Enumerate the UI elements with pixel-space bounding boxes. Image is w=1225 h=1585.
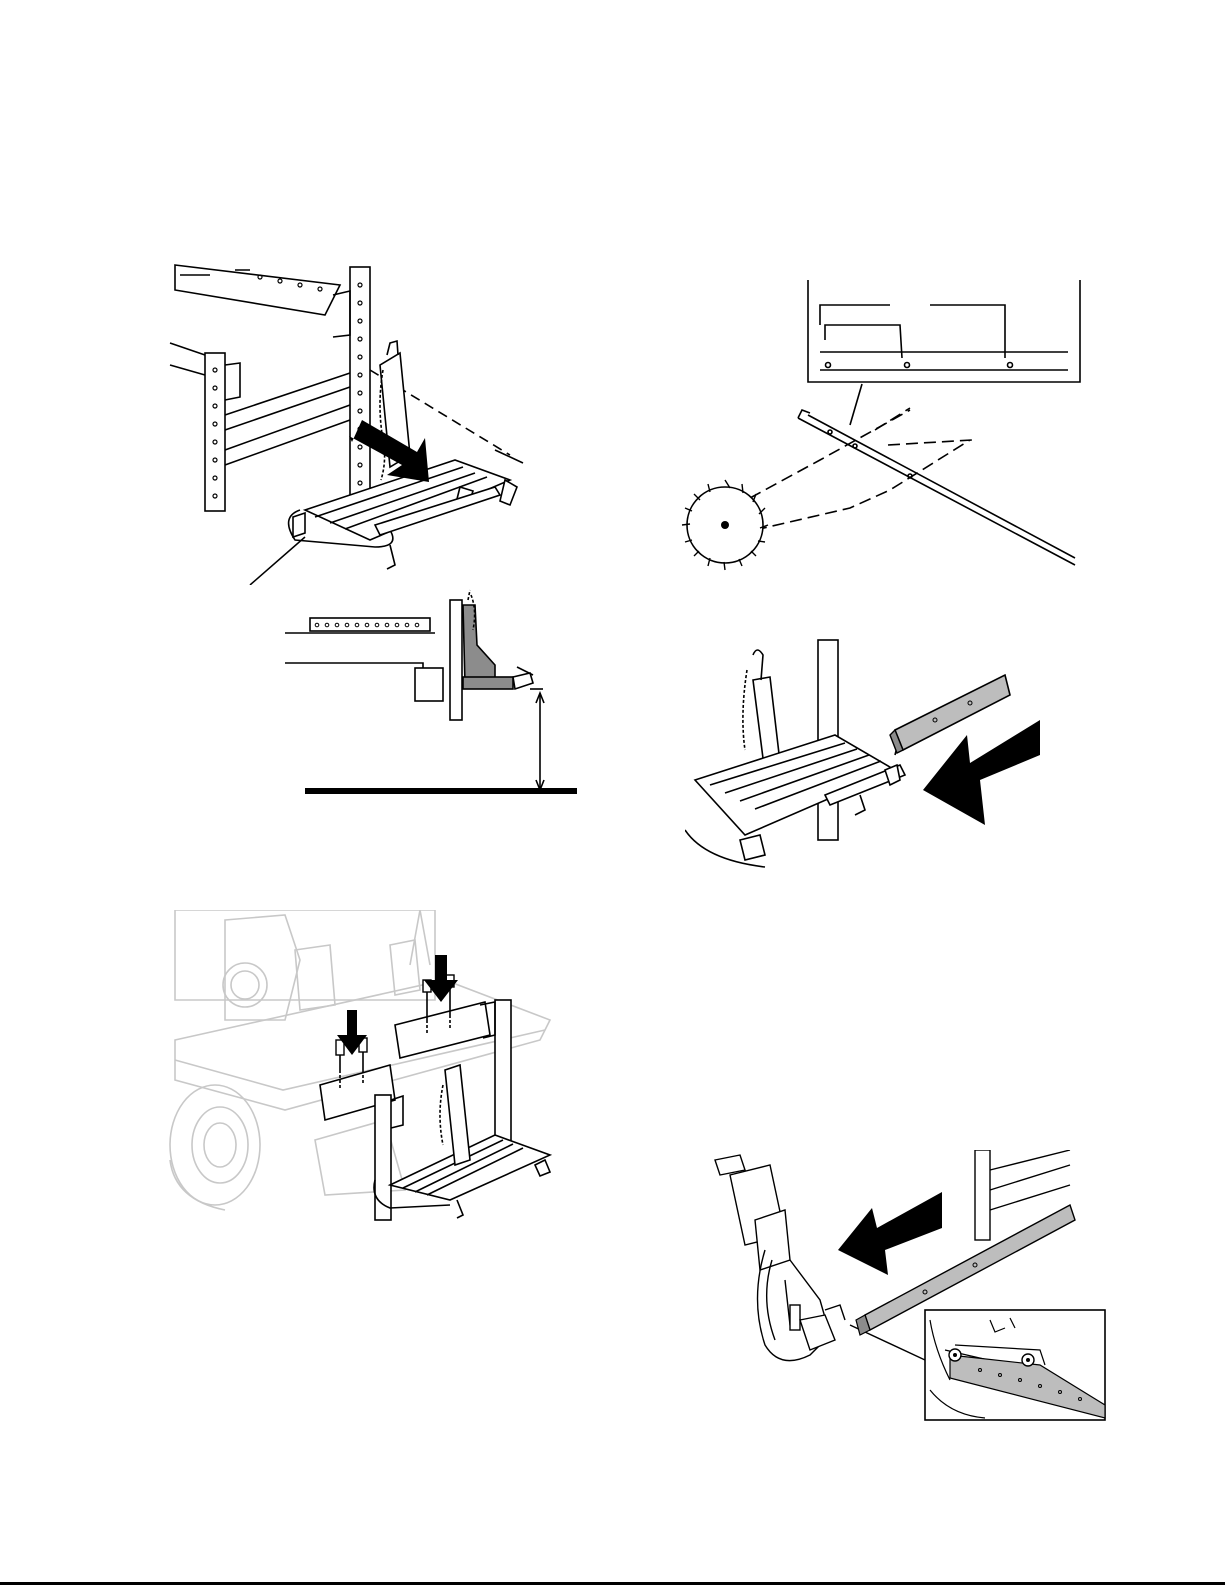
trimmer-carriage-slide-on-bar-illustration xyxy=(710,1150,1110,1425)
fig-bolt-mount xyxy=(165,910,560,1225)
table-bolting-to-frame-illustration xyxy=(165,910,560,1225)
fig-trimmer-slide xyxy=(710,1150,1110,1425)
fig-side-view xyxy=(285,585,580,800)
trimmer-bar-saw-blade-detail-illustration xyxy=(680,280,1100,580)
fig-table-mount xyxy=(165,255,545,585)
table-extension-mount-illustration xyxy=(165,255,545,585)
table-height-side-view-diagram xyxy=(285,585,580,800)
trimmer-bar-insertion-illustration xyxy=(685,635,1055,870)
fig-trimmer-bar xyxy=(680,280,1100,580)
saw-blade-icon xyxy=(682,480,768,570)
trimmer-bar-inset-detail xyxy=(925,1310,1105,1420)
fig-bar-insert xyxy=(685,635,1055,870)
